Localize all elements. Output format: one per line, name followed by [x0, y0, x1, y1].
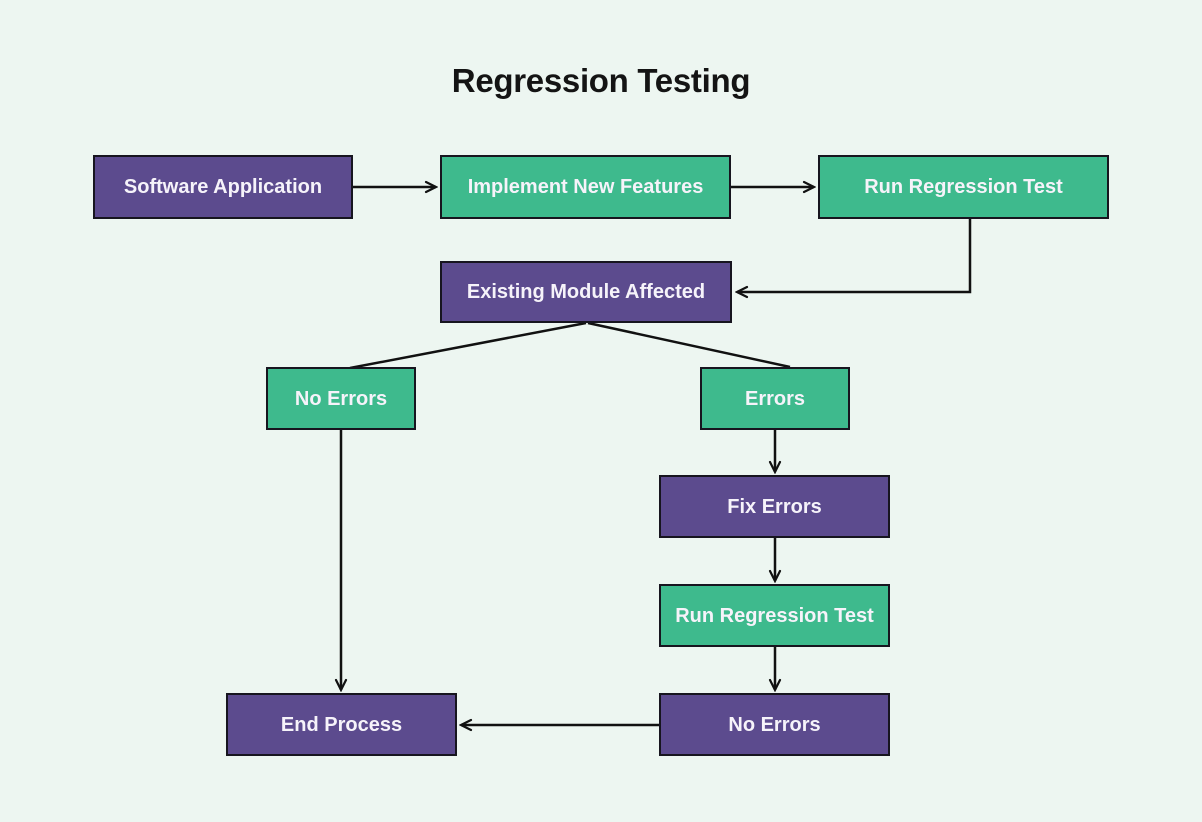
edge-existing-module-to-no-errors — [349, 321, 587, 370]
node-no-errors-1: No Errors — [266, 367, 416, 430]
edge-existing-module-to-errors — [587, 321, 791, 369]
node-no-errors-2: No Errors — [659, 693, 890, 756]
node-implement-new-features: Implement New Features — [440, 155, 731, 219]
node-software-application: Software Application — [93, 155, 353, 219]
diagram-title: Regression Testing — [451, 62, 751, 99]
node-run-regression-test-1: Run Regression Test — [818, 155, 1109, 219]
node-errors: Errors — [700, 367, 850, 430]
node-fix-errors: Fix Errors — [659, 475, 890, 538]
edge-runtest-to-existing-module — [737, 219, 972, 292]
node-existing-module-affected: Existing Module Affected — [440, 261, 732, 323]
node-end-process: End Process — [226, 693, 457, 756]
node-run-regression-test-2: Run Regression Test — [659, 584, 890, 647]
